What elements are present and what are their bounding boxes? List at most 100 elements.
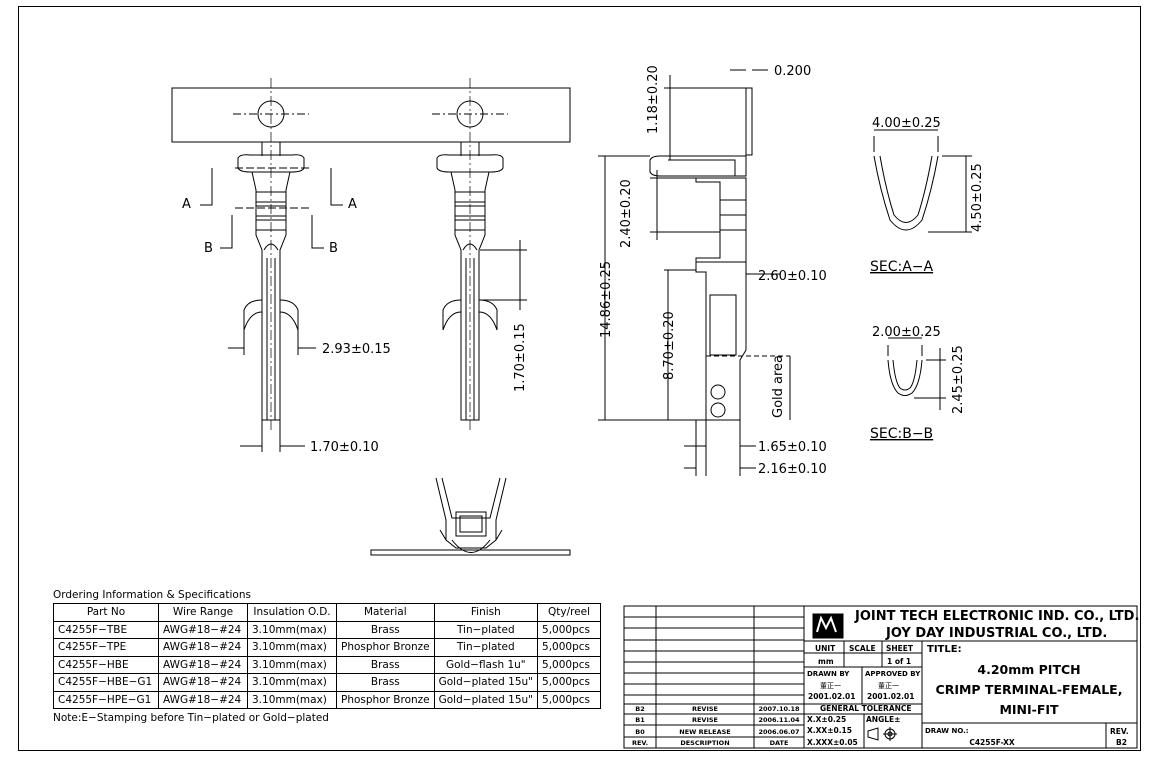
part-no: C4255F−TPE xyxy=(53,638,159,657)
table-row: C4255F−TPE AWG#18−#24 3.10mm(max) Phosph… xyxy=(53,638,602,657)
dim-8-70: 8.70±0.20 xyxy=(662,311,677,380)
rev-header-desc: DESCRIPTION xyxy=(680,739,729,747)
qty: 5,000pcs xyxy=(537,690,602,709)
finish: Tin−plated xyxy=(433,638,539,657)
wire-range: AWG#18−#24 xyxy=(158,620,248,639)
material: Phosphor Bronze xyxy=(336,690,435,709)
draw-no-label: DRAW NO.: xyxy=(925,727,969,735)
label-a-right: A xyxy=(348,197,357,212)
col-finish: Finish xyxy=(433,603,539,622)
draw-no-value: C4255F-XX xyxy=(969,738,1015,747)
rev-header-date: DATE xyxy=(770,739,789,747)
unit-label: UNIT xyxy=(815,644,836,653)
insulation: 3.10mm(max) xyxy=(247,690,337,709)
section-b-b xyxy=(887,337,946,410)
title-label: TITLE: xyxy=(927,644,962,655)
table-row: C4255F−HBE AWG#18−#24 3.10mm(max) Brass … xyxy=(53,655,602,674)
col-insulation: Insulation O.D. xyxy=(247,603,337,622)
approved-date: 2001.02.01 xyxy=(867,692,914,701)
terminal-left xyxy=(235,142,312,421)
qty: 5,000pcs xyxy=(537,673,602,692)
title-line-2: CRIMP TERMINAL-FEMALE, xyxy=(936,682,1123,697)
ordering-note: Note:E−Stamping before Tin−plated or Gol… xyxy=(53,712,329,724)
rev-b1: B1 xyxy=(635,716,645,724)
rev-b1-desc: REVISE xyxy=(692,716,718,724)
label-b-right: B xyxy=(329,241,338,256)
part-no: C4255F−HBE−G1 xyxy=(53,673,159,692)
dim-1-70-length: 1.70±0.15 xyxy=(513,323,528,392)
part-no: C4255F−HPE−G1 xyxy=(53,690,159,709)
label-b-left: B xyxy=(204,241,213,256)
sheet-label: SHEET xyxy=(886,644,914,653)
dim-4-50: 4.50±0.25 xyxy=(970,163,985,232)
dim-1-65: 1.65±0.10 xyxy=(758,440,827,455)
dim-1-18: 1.18±0.20 xyxy=(646,65,661,134)
rev-b2-date: 2007.10.18 xyxy=(758,705,800,713)
col-qty: Qty/reel xyxy=(537,603,602,622)
section-a-a-label: SEC:A−A xyxy=(870,259,934,275)
approved-by-name: 董正一 xyxy=(878,681,899,690)
angle-label: ANGLE± xyxy=(866,715,900,724)
material: Phosphor Bronze xyxy=(336,638,435,657)
qty: 5,000pcs xyxy=(537,655,602,674)
dim-2-00: 2.00±0.25 xyxy=(872,325,941,340)
finish: Tin−plated xyxy=(433,620,539,639)
rev-b1-date: 2006.11.04 xyxy=(758,716,800,724)
drawn-date: 2001.02.01 xyxy=(808,692,855,701)
unit-value: mm xyxy=(818,657,834,666)
dim-0-200: 0.200 xyxy=(774,64,811,79)
finish: Gold−plated 15u" xyxy=(433,673,539,692)
title-line-1: 4.20mm PITCH xyxy=(977,662,1080,677)
wire-range: AWG#18−#24 xyxy=(158,655,248,674)
approved-by-label: APPROVED BY xyxy=(865,670,921,678)
rev-b2-desc: REVISE xyxy=(692,705,718,713)
dim-2-45: 2.45±0.25 xyxy=(951,345,966,414)
sheet-value: 1 of 1 xyxy=(887,657,911,666)
col-material: Material xyxy=(336,603,435,622)
insulation: 3.10mm(max) xyxy=(247,655,337,674)
finish: Gold−plated 15u" xyxy=(433,690,539,709)
qty: 5,000pcs xyxy=(537,620,602,639)
title-block-grid xyxy=(623,605,1138,749)
dim-14-86: 14.86±0.25 xyxy=(599,261,614,338)
wire-range: AWG#18−#24 xyxy=(158,690,248,709)
insulation: 3.10mm(max) xyxy=(247,638,337,657)
table-row: C4255F−HBE−G1 AWG#18−#24 3.10mm(max) Bra… xyxy=(53,673,602,692)
dim-4-00: 4.00±0.25 xyxy=(872,116,941,131)
scale-label: SCALE xyxy=(849,644,876,653)
part-no: C4255F−TBE xyxy=(53,620,159,639)
sheet-border xyxy=(18,6,1141,751)
insulation: 3.10mm(max) xyxy=(247,620,337,639)
front-view xyxy=(171,78,571,452)
col-part-no: Part No xyxy=(53,603,159,622)
material: Brass xyxy=(336,620,435,639)
tolerance-1: X.X±0.25 xyxy=(807,715,846,724)
ordering-table: Part No Wire Range Insulation O.D. Mater… xyxy=(53,603,602,709)
side-view xyxy=(598,69,791,476)
ordering-title: Ordering Information & Specifications xyxy=(53,589,251,601)
section-b-b-label: SEC:B−B xyxy=(870,426,933,442)
dim-1-70-width: 1.70±0.10 xyxy=(310,440,379,455)
wire-range: AWG#18−#24 xyxy=(158,638,248,657)
table-row: C4255F−HPE−G1 AWG#18−#24 3.10mm(max) Pho… xyxy=(53,690,602,709)
rev-label: REV. xyxy=(1110,727,1129,736)
tolerance-3: X.XXX±0.05 xyxy=(807,738,858,747)
rev-value: B2 xyxy=(1116,738,1127,747)
ordering-header-row: Part No Wire Range Insulation O.D. Mater… xyxy=(53,603,602,622)
gold-area-label: Gold area xyxy=(771,355,786,418)
part-no: C4255F−HBE xyxy=(53,655,159,674)
drawn-by-name: 董正一 xyxy=(820,681,841,690)
dim-2-16: 2.16±0.10 xyxy=(758,462,827,477)
dim-2-40: 2.40±0.20 xyxy=(619,179,634,248)
rev-b2: B2 xyxy=(635,705,644,713)
table-row: C4255F−TBE AWG#18−#24 3.10mm(max) Brass … xyxy=(53,620,602,639)
rev-header-rev: REV. xyxy=(632,739,648,747)
company-name-2: JOY DAY INDUSTRIAL CO., LTD. xyxy=(885,626,1107,641)
wire-range: AWG#18−#24 xyxy=(158,673,248,692)
finish: Gold−flash 1u" xyxy=(433,655,539,674)
end-view xyxy=(370,477,571,556)
general-tolerance-label: GENERAL TOLERANCE xyxy=(820,704,912,713)
section-a-a xyxy=(873,129,972,233)
